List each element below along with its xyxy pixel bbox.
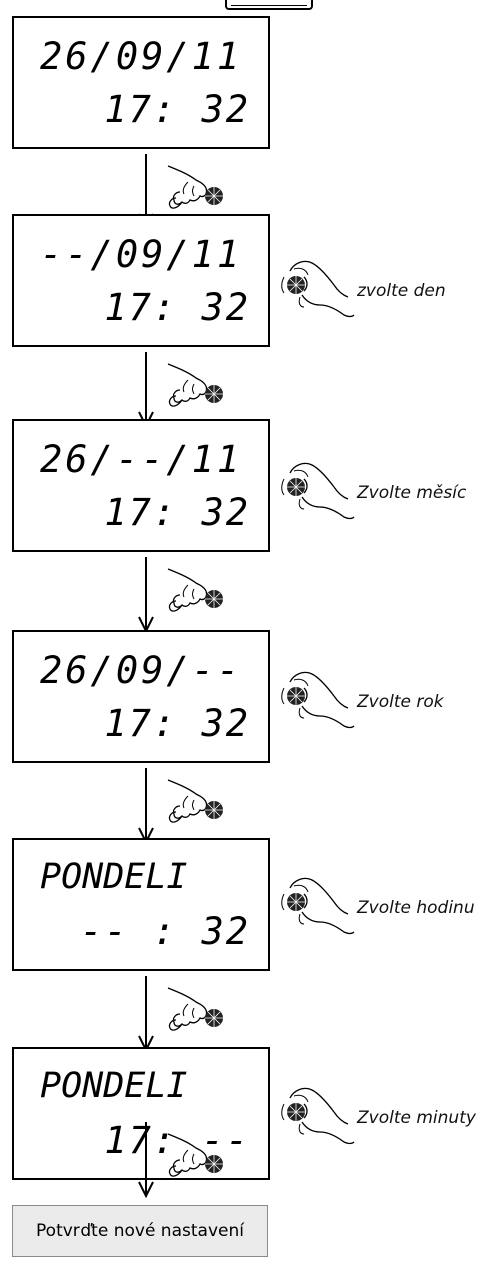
top-device-tab xyxy=(225,0,313,10)
press-knob-arrow-icon xyxy=(138,1120,228,1200)
press-knob-arrow-icon xyxy=(138,766,228,846)
hand-turning-knob-icon xyxy=(276,872,356,938)
lcd-screen-select-month: 26/--/11 17: 32 xyxy=(12,419,270,552)
press-knob-arrow-icon xyxy=(138,350,228,430)
lcd-screen-select-hour: PONDELI -- : 32 xyxy=(12,838,270,971)
lcd-time-line: -- : 32 xyxy=(80,910,250,953)
confirm-label: Potvrďte nové nastavení xyxy=(36,1221,244,1241)
lcd-screen-select-minute: PONDELI 17: -- xyxy=(12,1047,270,1180)
caption-select-year: Zvolte rok xyxy=(357,692,444,712)
caption-select-minute: Zvolte minuty xyxy=(357,1108,476,1128)
lcd-date-line: 26/--/11 xyxy=(40,438,243,481)
lcd-day-line: PONDELI xyxy=(40,1066,188,1106)
hand-turning-knob-icon xyxy=(276,666,356,732)
press-knob-arrow-icon xyxy=(138,555,228,635)
lcd-time-line: 17: -- xyxy=(104,1119,250,1162)
lcd-date-line: 26/09/11 xyxy=(40,35,243,78)
hand-turning-knob-icon xyxy=(276,255,356,321)
lcd-screen-date-time: 26/09/11 17: 32 xyxy=(12,16,270,149)
lcd-time-line: 17: 32 xyxy=(104,286,250,329)
lcd-date-line: --/09/11 xyxy=(40,233,243,276)
lcd-day-line: PONDELI xyxy=(40,857,188,897)
caption-select-day: zvolte den xyxy=(357,281,446,301)
press-knob-arrow-icon xyxy=(138,974,228,1054)
lcd-time-line: 17: 32 xyxy=(104,702,250,745)
lcd-time-line: 17: 32 xyxy=(104,88,250,131)
caption-select-hour: Zvolte hodinu xyxy=(357,898,475,918)
lcd-screen-select-day: --/09/11 17: 32 xyxy=(12,214,270,347)
lcd-time-line: 17: 32 xyxy=(104,491,250,534)
hand-turning-knob-icon xyxy=(276,457,356,523)
caption-select-month: Zvolte měsíc xyxy=(357,483,467,503)
lcd-date-line: 26/09/-- xyxy=(40,649,243,692)
confirm-new-settings-box: Potvrďte nové nastavení xyxy=(12,1205,268,1257)
lcd-screen-select-year: 26/09/-- 17: 32 xyxy=(12,630,270,763)
hand-turning-knob-icon xyxy=(276,1082,356,1148)
